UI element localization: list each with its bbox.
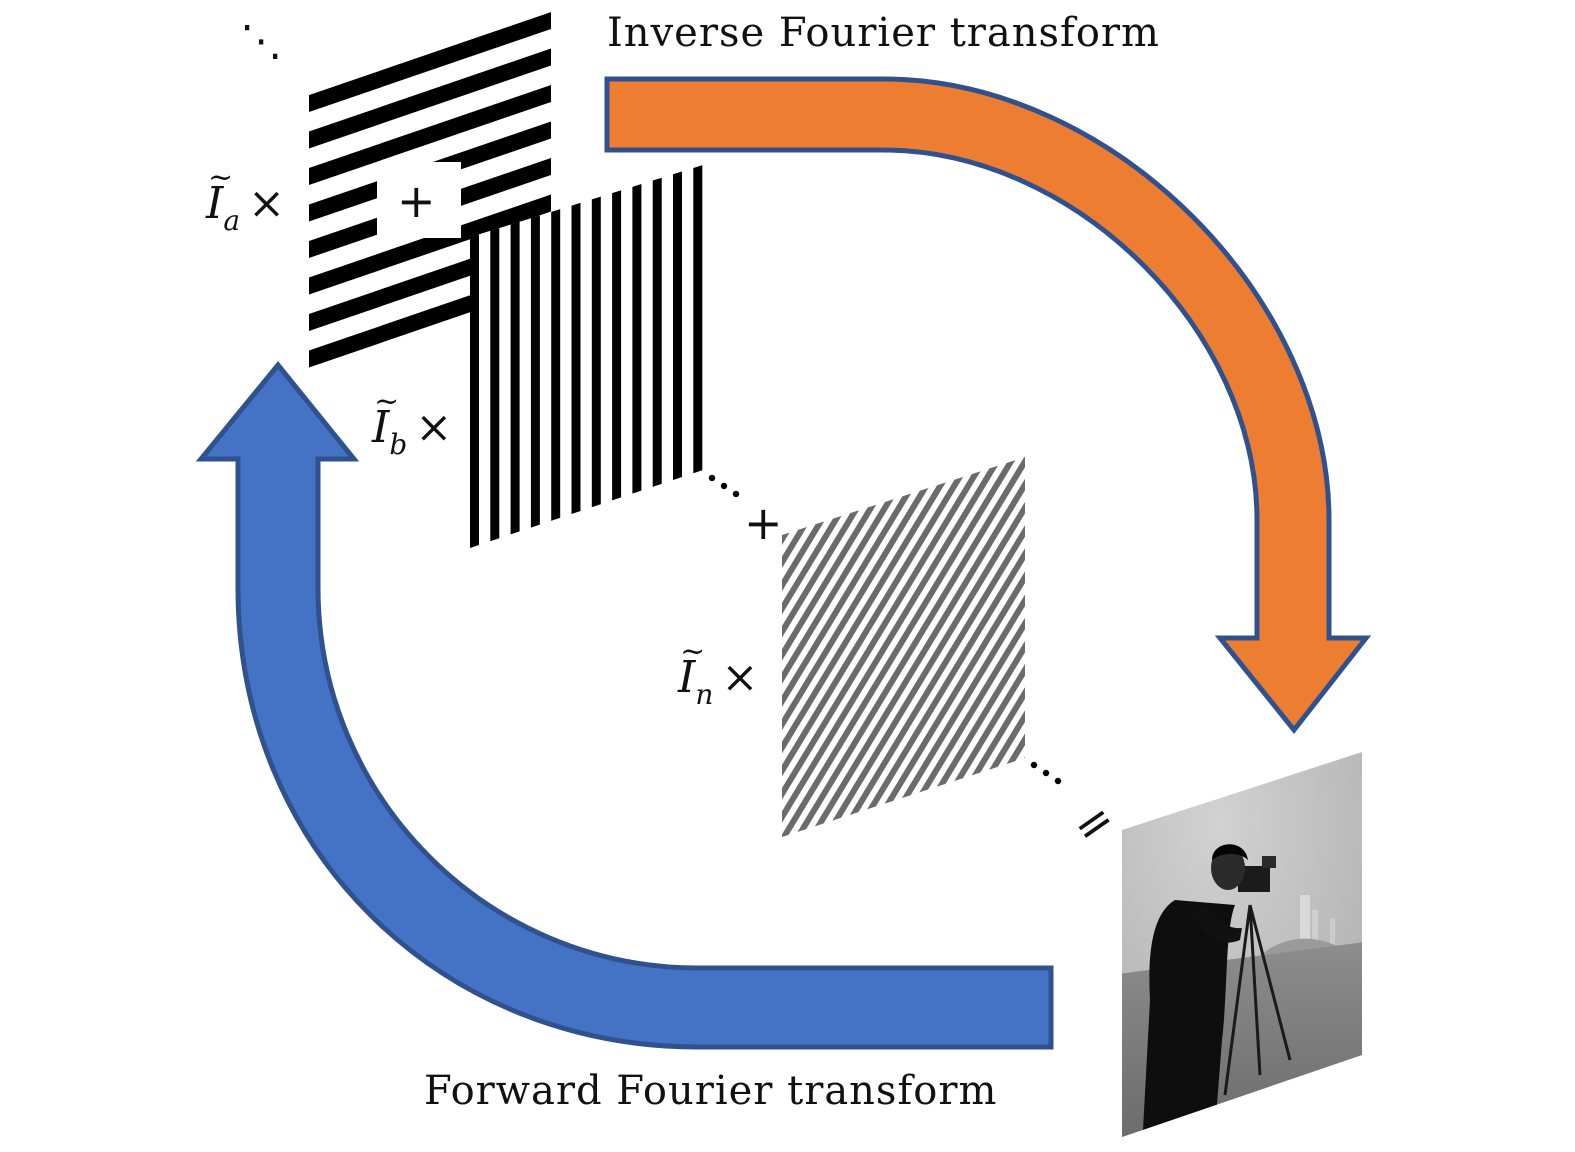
stripe-b <box>591 165 601 548</box>
dotted-connector-n <box>1030 761 1062 785</box>
ellipsis-top: ⋱ <box>240 16 282 65</box>
stripe-n <box>782 457 1025 837</box>
term-a-label: ~Ia× <box>206 160 285 237</box>
stripe-n <box>865 457 1025 837</box>
stripe-n <box>782 457 991 837</box>
stripe-b <box>490 165 500 548</box>
stripe-a <box>309 45 551 152</box>
stripe-b <box>673 165 682 548</box>
stripe-n <box>809 457 1025 837</box>
forward-transform-label: Forward Fourier transform <box>424 1068 998 1114</box>
stripe-n <box>782 457 935 837</box>
stripe-b <box>551 165 561 548</box>
stripe-b <box>510 165 520 548</box>
stripe-b <box>632 165 642 548</box>
plus-operator-1: + <box>397 174 436 228</box>
stripe-b <box>612 165 622 548</box>
stripe-n <box>823 457 1025 837</box>
inverse-transform-arrow <box>604 76 1372 735</box>
stripe-b <box>530 165 540 548</box>
stripe-b <box>693 165 703 548</box>
stripe-a <box>309 12 551 116</box>
stripe-n <box>782 457 963 837</box>
stripe-n <box>782 457 1019 837</box>
stripe-b <box>571 165 581 548</box>
stripe-n <box>991 457 1025 837</box>
stripe-n <box>837 457 1025 837</box>
plus-operator-2: + <box>744 496 783 550</box>
stripe-n <box>782 457 1005 837</box>
term-b-label: ~Ib× <box>372 384 453 461</box>
stripe-n <box>795 457 1025 837</box>
dotted-connector-b <box>708 474 740 498</box>
pattern-b-group <box>470 165 703 548</box>
stripe-a <box>309 81 551 189</box>
stripe-n <box>782 457 949 837</box>
forward-transform-arrow <box>195 361 1054 1050</box>
stripe-n <box>782 457 1025 837</box>
plus-box <box>377 162 461 238</box>
inverse-transform-label: Inverse Fourier transform <box>607 10 1160 56</box>
term-n-label: ~In× <box>678 634 759 711</box>
stripe-b <box>652 165 662 548</box>
cameraman-photo-icon <box>1122 752 1362 1137</box>
stripe-b <box>470 165 479 548</box>
stripe-n <box>782 457 977 837</box>
stripe-n <box>879 457 1025 837</box>
stripe-a <box>309 191 551 298</box>
stripe-n <box>851 457 1025 837</box>
